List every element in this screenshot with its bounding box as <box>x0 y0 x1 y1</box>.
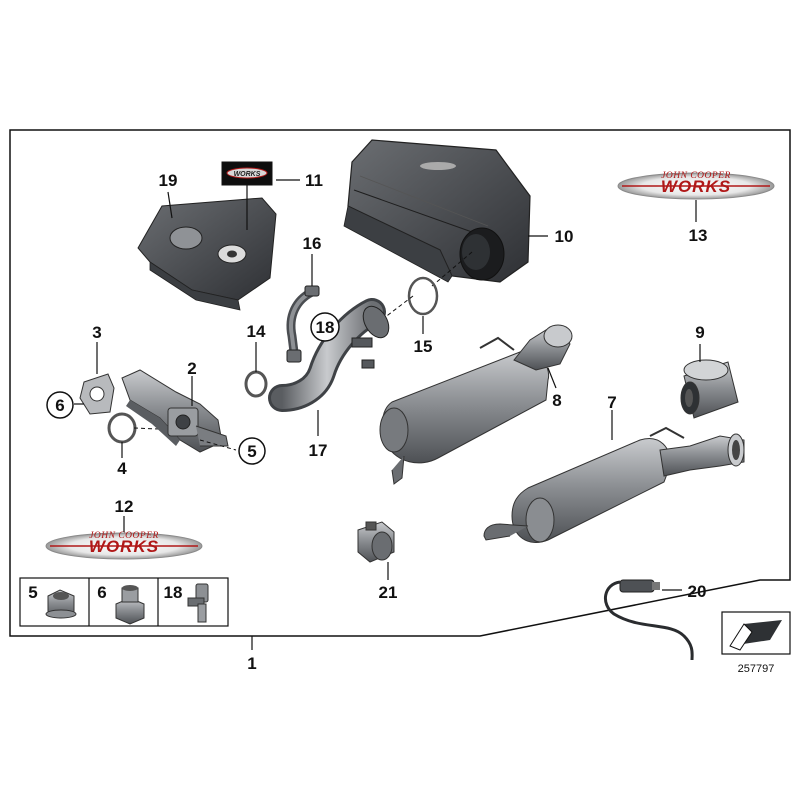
detail-label-5: 5 <box>28 583 37 602</box>
dashed-line-5 <box>199 439 237 451</box>
air-filter-housing-part <box>343 139 531 283</box>
badge-12-main-text: WORKS <box>89 537 159 556</box>
callout-13: 13 <box>689 226 708 245</box>
callout-10: 10 <box>555 227 574 246</box>
exhaust-manifold-part <box>121 369 229 453</box>
badge-13-top-text: JOHN COOPER <box>661 171 731 181</box>
collar-nut-icon <box>115 585 145 625</box>
callout-7: 7 <box>607 393 616 412</box>
callout-5: 5 <box>247 442 256 461</box>
callout-15: 15 <box>414 337 433 356</box>
hose-clip-part <box>244 370 268 398</box>
engine-cover-part <box>137 197 277 311</box>
flange-nut-icon <box>45 589 77 619</box>
callout-21: 21 <box>379 583 398 602</box>
exhaust-clamp-part <box>357 521 395 563</box>
callout-2: 2 <box>187 359 196 378</box>
leader-line-8 <box>547 367 557 389</box>
callout-16: 16 <box>303 234 322 253</box>
jcw-badge-12: JOHN COOPER WORKS <box>45 531 203 560</box>
callout-labels: 1 2 3 4 5 6 7 8 9 10 11 12 13 14 15 16 1… <box>28 171 774 675</box>
dashed-line-15 <box>383 295 414 319</box>
callout-4: 4 <box>117 459 127 478</box>
callout-12: 12 <box>115 497 134 516</box>
callout-17: 17 <box>309 441 328 460</box>
callout-6-circle <box>46 391 74 419</box>
detail-label-6: 6 <box>97 583 106 602</box>
callout-1: 1 <box>247 654 256 673</box>
callout-19: 19 <box>159 171 178 190</box>
silencer-part <box>483 426 745 543</box>
leader-line-19 <box>167 191 173 219</box>
callout-3: 3 <box>92 323 101 342</box>
jcw-badge-13: JOHN COOPER WORKS <box>617 171 775 200</box>
detail-label-18: 18 <box>164 583 183 602</box>
callout-18-circle <box>310 312 340 342</box>
callout-20: 20 <box>688 582 707 601</box>
clamp-ring-part <box>407 276 439 316</box>
diagram-frame <box>9 129 791 637</box>
badge-13-main-text: WORKS <box>661 177 731 196</box>
intake-pipe-part <box>268 298 390 412</box>
detail-box <box>19 577 229 627</box>
callout-8: 8 <box>552 391 561 410</box>
callout-11: 11 <box>305 171 323 190</box>
callout-6: 6 <box>55 396 64 415</box>
gasket-part <box>79 373 115 415</box>
callout-18: 18 <box>316 318 335 337</box>
sensor-cable-part <box>604 579 694 661</box>
callout-14: 14 <box>247 322 266 341</box>
works-plate-text: WORKS <box>234 171 261 178</box>
dashed-line-10 <box>431 251 473 287</box>
connector-icon <box>187 583 209 623</box>
badge-12-top-text: JOHN COOPER <box>89 531 159 541</box>
callout-9: 9 <box>695 323 704 342</box>
rear-silencer-part <box>379 324 573 485</box>
catalog-symbol-box <box>721 611 791 655</box>
catalog-number: 257797 <box>738 663 775 675</box>
works-plate-part: WORKS <box>221 161 273 186</box>
tailpipe-trim-part <box>680 359 739 419</box>
callout-5-circle <box>238 437 266 465</box>
sealing-ring-part <box>107 412 137 444</box>
